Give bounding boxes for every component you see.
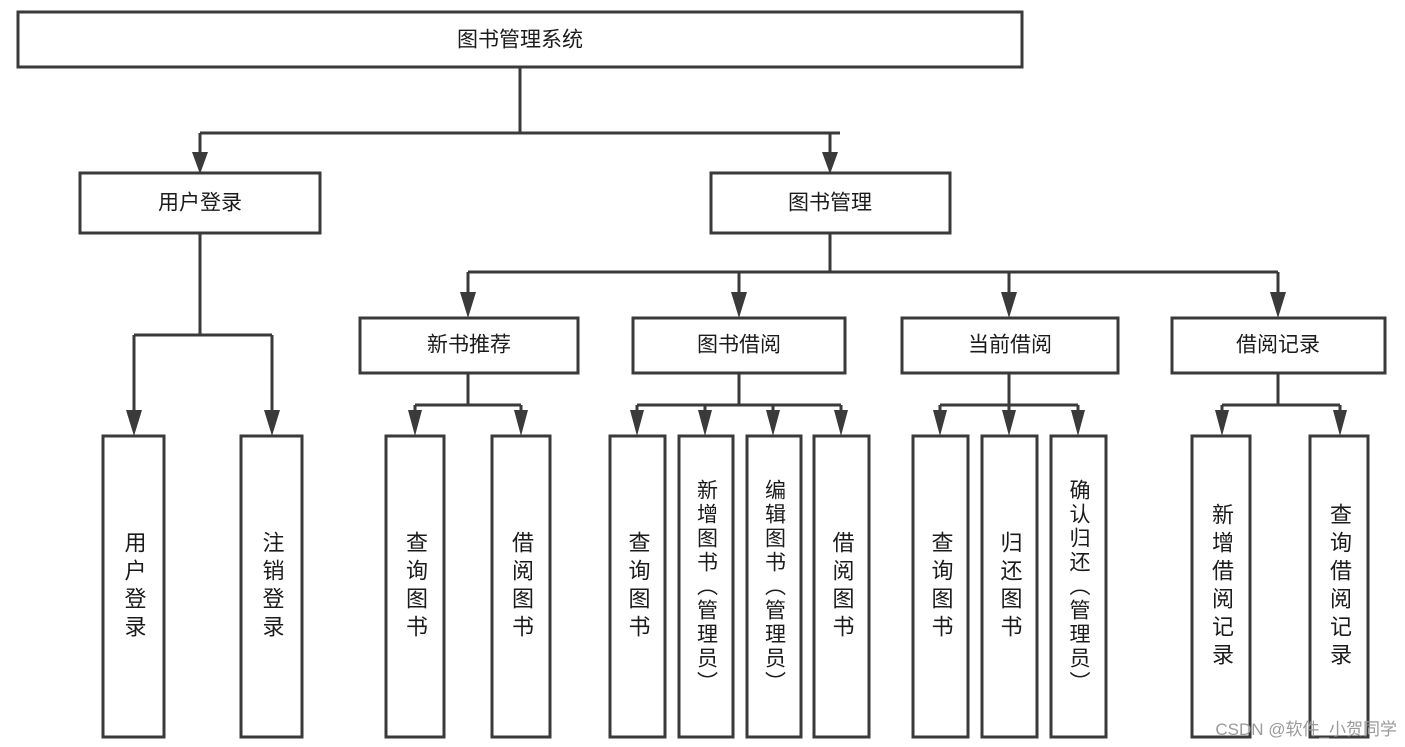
node-leaf-user-logout-label: 注销登录 (259, 530, 285, 643)
node-new-book-recommend[interactable]: 新书推荐 (358, 316, 580, 375)
node-leaf-user-login-label: 用户登录 (121, 530, 147, 643)
node-leaf-query-book-2-box[interactable] (608, 434, 667, 739)
node-leaf-return-book[interactable]: 归还图书 (980, 434, 1039, 739)
node-root[interactable]: 图书管理系统 (16, 10, 1024, 69)
node-new-book-recommend-label: 新书推荐 (427, 334, 511, 357)
arrow-to-borrow-record (1270, 292, 1286, 318)
arrow-to-leaf-user-login (126, 410, 142, 436)
arrow-to-leaf-edit-book (766, 410, 780, 436)
node-leaf-return-book-label: 归还图书 (997, 530, 1023, 643)
node-leaf-add-record-label: 新增借阅记录 (1209, 502, 1234, 671)
node-current-borrow[interactable]: 当前借阅 (900, 316, 1120, 375)
node-book-borrow[interactable]: 图书借阅 (631, 316, 847, 375)
node-leaf-query-book-2[interactable]: 查询图书 (608, 434, 667, 739)
node-user-login[interactable]: 用户登录 (78, 171, 322, 235)
connectors-book-manage-to-level2 (460, 233, 1286, 318)
arrow-to-leaf-add-record (1215, 410, 1229, 436)
node-leaf-add-book[interactable]: 新增图书（管理员） (677, 434, 735, 739)
node-leaf-borrow-book-1[interactable]: 借阅图书 (490, 434, 552, 739)
connectors-root-to-level1 (192, 67, 840, 174)
node-leaf-edit-book[interactable]: 编辑图书（管理员） (745, 434, 803, 739)
arrow-to-new-book-recommend (460, 292, 476, 318)
connectors-borrow-record-to-leaves (1215, 373, 1347, 436)
connectors-current-borrow-to-leaves (933, 373, 1085, 436)
node-borrow-record[interactable]: 借阅记录 (1170, 316, 1387, 375)
watermark-label: CSDN @软件_小贺同学 (1215, 720, 1397, 739)
node-leaf-borrow-book-2-box[interactable] (812, 434, 871, 739)
node-leaf-borrow-book-2[interactable]: 借阅图书 (812, 434, 871, 739)
arrow-to-current-borrow (1001, 292, 1017, 318)
node-borrow-record-box[interactable] (1170, 316, 1387, 375)
node-leaf-query-book-1-label: 查询图书 (403, 530, 428, 643)
node-leaf-add-book-box[interactable] (677, 434, 735, 739)
node-book-manage-label: 图书管理 (788, 192, 872, 215)
arrow-to-leaf-user-logout (264, 410, 280, 436)
arrow-to-leaf-query-record (1333, 410, 1347, 436)
node-user-login-box[interactable] (78, 171, 322, 235)
node-leaf-query-record[interactable]: 查询借阅记录 (1308, 434, 1370, 739)
node-book-borrow-box[interactable] (631, 316, 847, 375)
arrow-to-book-manage (822, 152, 838, 174)
node-leaf-return-book-box[interactable] (980, 434, 1039, 739)
node-book-borrow-label: 图书借阅 (697, 334, 781, 357)
node-leaf-borrow-book-2-label: 借阅图书 (829, 530, 855, 643)
connectors-book-borrow-to-leaves (630, 373, 848, 436)
connectors-new-book-to-leaves (408, 373, 528, 436)
node-leaf-confirm-return-label: 确认归还（管理员） (1067, 478, 1090, 695)
node-book-manage[interactable]: 图书管理 (709, 171, 952, 235)
node-leaf-borrow-book-1-box[interactable] (490, 434, 552, 739)
node-leaf-add-book-label: 新增图书（管理员） (694, 478, 718, 695)
node-borrow-record-label: 借阅记录 (1236, 334, 1320, 357)
node-leaf-user-login[interactable]: 用户登录 (101, 434, 166, 739)
node-leaf-query-book-1[interactable]: 查询图书 (384, 434, 446, 739)
node-leaf-edit-book-box[interactable] (745, 434, 803, 739)
node-leaf-query-record-label: 查询借阅记录 (1327, 502, 1352, 671)
node-leaf-borrow-book-1-label: 借阅图书 (509, 530, 534, 643)
node-leaf-confirm-return-box[interactable] (1049, 434, 1108, 739)
node-leaf-query-book-2-label: 查询图书 (625, 530, 651, 643)
node-new-book-recommend-box[interactable] (358, 316, 580, 375)
node-current-borrow-box[interactable] (900, 316, 1120, 375)
node-leaf-query-book-3-box[interactable] (911, 434, 970, 739)
arrow-to-leaf-query-book-1 (408, 410, 422, 436)
node-current-borrow-label: 当前借阅 (968, 334, 1052, 357)
arrow-to-leaf-query-book-2 (630, 410, 644, 436)
node-leaf-user-logout-box[interactable] (239, 434, 304, 739)
arrow-to-leaf-add-book (698, 410, 712, 436)
node-leaf-query-book-3-label: 查询图书 (928, 530, 954, 643)
node-book-manage-box[interactable] (709, 171, 952, 235)
node-root-box[interactable] (16, 10, 1024, 69)
arrow-to-leaf-borrow-book-2 (834, 410, 848, 436)
node-leaf-edit-book-label: 编辑图书（管理员） (762, 478, 786, 695)
node-leaf-add-record[interactable]: 新增借阅记录 (1190, 434, 1252, 739)
node-leaf-user-logout[interactable]: 注销登录 (239, 434, 304, 739)
arrow-to-leaf-query-book-3 (933, 410, 947, 436)
node-leaf-query-book-1-box[interactable] (384, 434, 446, 739)
arrow-to-leaf-borrow-book-1 (514, 410, 528, 436)
node-leaf-query-record-box[interactable] (1308, 434, 1370, 739)
connectors-user-login-to-leaves (126, 233, 280, 436)
arrow-to-book-borrow (731, 292, 747, 318)
arrow-to-user-login (192, 152, 208, 174)
node-user-login-label: 用户登录 (158, 192, 242, 215)
node-root-label: 图书管理系统 (457, 29, 583, 52)
arrow-to-leaf-return-book (1002, 410, 1016, 436)
node-leaf-user-login-box[interactable] (101, 434, 166, 739)
node-leaf-query-book-3[interactable]: 查询图书 (911, 434, 970, 739)
node-leaf-confirm-return[interactable]: 确认归还（管理员） (1049, 434, 1108, 739)
node-leaf-add-record-box[interactable] (1190, 434, 1252, 739)
arrow-to-leaf-confirm-return (1071, 410, 1085, 436)
